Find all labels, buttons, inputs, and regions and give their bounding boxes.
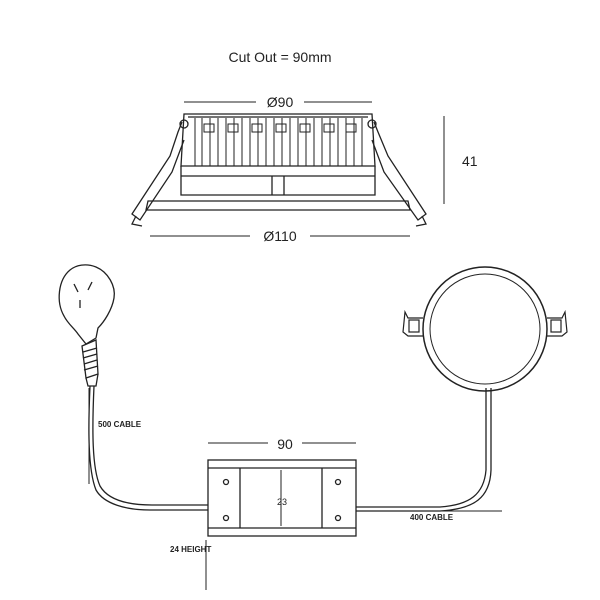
inner-diameter-label: Ø90 xyxy=(267,94,294,110)
power-plug xyxy=(58,264,115,387)
heatsink-fins xyxy=(194,118,363,166)
spring-clip-right xyxy=(367,119,427,227)
driver-height-label: 24 HEIGHT xyxy=(170,545,211,554)
downlight-front-view xyxy=(402,266,568,392)
outer-diameter-label: Ø110 xyxy=(263,228,296,244)
front-clip-left xyxy=(402,309,423,337)
led-driver xyxy=(207,459,357,537)
cable-400-label: 400 CABLE xyxy=(410,513,454,522)
front-clip-right xyxy=(547,309,568,337)
spring-clip-left xyxy=(131,119,189,227)
cable-500-label: 500 CABLE xyxy=(98,420,142,429)
driver-length-label: 90 xyxy=(277,436,293,452)
cable-driver-to-light xyxy=(356,388,487,508)
height-label: 41 xyxy=(462,153,478,169)
downlight-side-view xyxy=(131,113,427,227)
driver-width-label: 23 xyxy=(277,497,287,507)
cable-plug-to-driver xyxy=(88,385,208,511)
cut-out-label: Cut Out = 90mm xyxy=(228,49,331,65)
